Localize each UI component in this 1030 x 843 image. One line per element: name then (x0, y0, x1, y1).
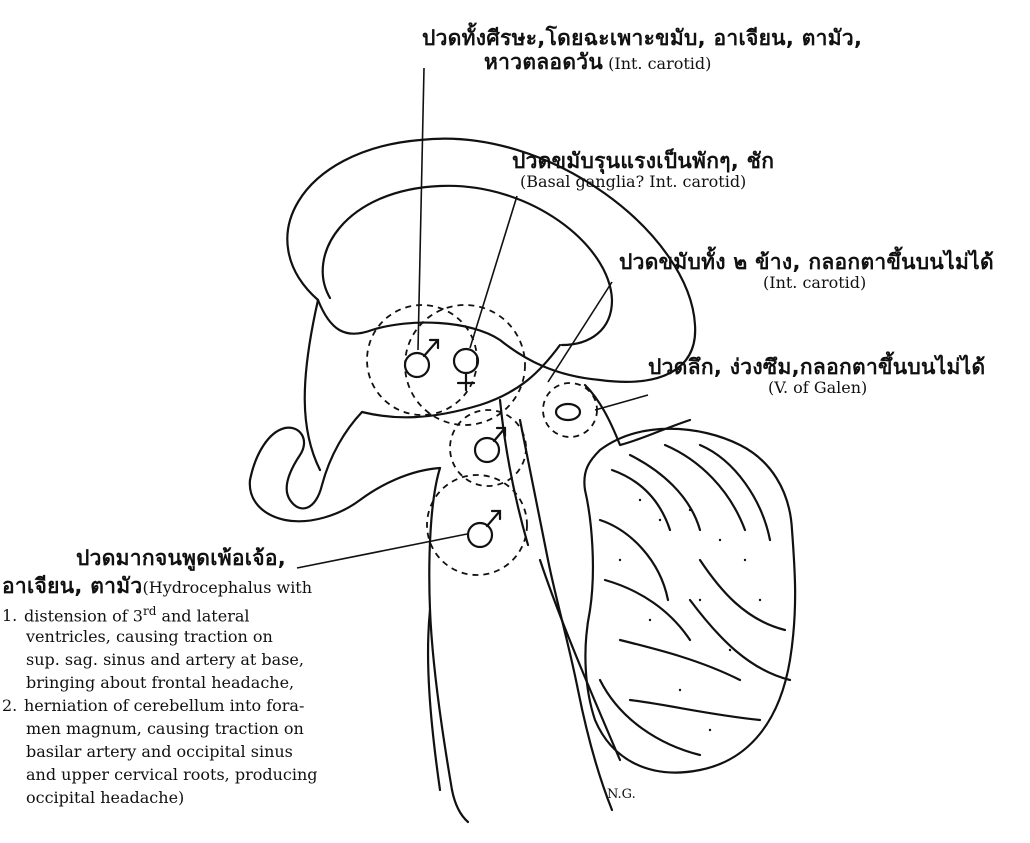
lesion-zone-basal-ganglia-right (405, 305, 525, 425)
leader-line-3 (548, 282, 612, 382)
label-occipital-line2: อาเจียน, ตามัว(Hydrocephalus with (2, 574, 312, 598)
occipital-item-1-line-3: sup. sag. sinus and artery at base, (26, 650, 304, 669)
leader-line-5 (297, 534, 467, 568)
occipital-item-2-text: herniation of cerebellum into fora- (24, 696, 304, 715)
lesion-zone-hydrocephalus (427, 475, 527, 575)
occipital-item-2-line-5: occipital headache) (26, 788, 184, 807)
occipital-item-2-number: 2. (2, 696, 24, 715)
label-temple-throbbing-english: (Basal ganglia? Int. carotid) (520, 173, 774, 191)
fornix-outline (362, 345, 560, 417)
cerebellum-texture (619, 499, 761, 731)
medulla-outline (540, 560, 620, 760)
label-whole-head-thai-2: หาวตลอดวัน (484, 50, 603, 74)
foramen-line-right (452, 790, 468, 822)
label-both-temples: ปวดขมับทั้ง ๒ ข้าง, กลอกตาขึ้นบนไม่ได้ (… (619, 250, 994, 293)
occipital-item-1-line-4: bringing about frontal headache, (26, 673, 294, 692)
label-temple-throbbing-thai: ปวดขมับรุนแรงเป็นพักๆ, ชัก (512, 149, 774, 173)
lesion-marker-1 (405, 353, 429, 377)
leader-line-1 (418, 68, 424, 350)
lesion-marker-2 (454, 349, 478, 373)
occipital-outline-left (305, 300, 320, 470)
optic-region-outline (250, 468, 440, 521)
brainstem-back (520, 420, 612, 810)
label-whole-head-english: (Int. carotid) (608, 54, 711, 73)
label-deep-english: (V. of Galen) (768, 379, 985, 397)
label-deep-thai: ปวดลึก, ง่วงซึม,กลอกตาขึ้นบนไม่ได้ (648, 355, 985, 379)
lesion-marker-galen (556, 404, 580, 420)
label-both-temples-thai: ปวดขมับทั้ง ๒ ข้าง, กลอกตาขึ้นบนไม่ได้ (619, 250, 994, 274)
callosum-inner-curve (323, 186, 612, 345)
label-occipital-thai-2: อาเจียน, ตามัว (2, 574, 143, 598)
occipital-item-1-sup: rd (143, 604, 156, 618)
occipital-item-2-line-4: and upper cervical roots, producing (26, 765, 318, 784)
occipital-item-1-line-2: ventricles, causing traction on (26, 627, 273, 646)
occipital-item-2-line-1: 2.herniation of cerebellum into fora- (2, 696, 304, 715)
label-whole-head-headache: ปวดทั้งศีรษะ,โดยฉะเพาะขมับ, อาเจียน, ตาม… (422, 26, 862, 74)
label-occipital-english-intro: (Hydrocephalus with (143, 578, 313, 597)
occipital-item-1-pre: distension of 3 (24, 606, 143, 625)
brainstem-front (429, 468, 452, 790)
occipital-item-1-post: and lateral (156, 606, 249, 625)
label-whole-head-thai-1: ปวดทั้งศีรษะ,โดยฉะเพาะขมับ, อาเจียน, ตาม… (422, 26, 862, 50)
leader-line-4 (595, 395, 648, 410)
occipital-item-2-line-2: men magnum, causing traction on (26, 719, 304, 738)
artist-signature: N.G. (607, 787, 636, 802)
cerebral-aqueduct (500, 400, 528, 545)
lesion-marker-3 (475, 438, 499, 462)
label-temple-throbbing: ปวดขมับรุนแรงเป็นพักๆ, ชัก (Basal gangli… (512, 149, 774, 192)
lesion-zone-third-ventricle (450, 410, 526, 486)
occipital-item-1-line-1: 1.distension of 3rd and lateral (2, 604, 250, 625)
label-both-temples-english: (Int. carotid) (763, 274, 994, 292)
lesion-zone-galen (543, 383, 597, 437)
occipital-item-1-number: 1. (2, 606, 24, 625)
lesion-marker-4 (468, 523, 492, 547)
occipital-item-2-line-3: basilar artery and occipital sinus (26, 742, 293, 761)
label-deep-headache: ปวดลึก, ง่วงซึม,กลอกตาขึ้นบนไม่ได้ (V. o… (648, 355, 985, 398)
label-occipital-thai-1: ปวดมากจนพูดเพ้อเจ้อ, (76, 546, 286, 570)
